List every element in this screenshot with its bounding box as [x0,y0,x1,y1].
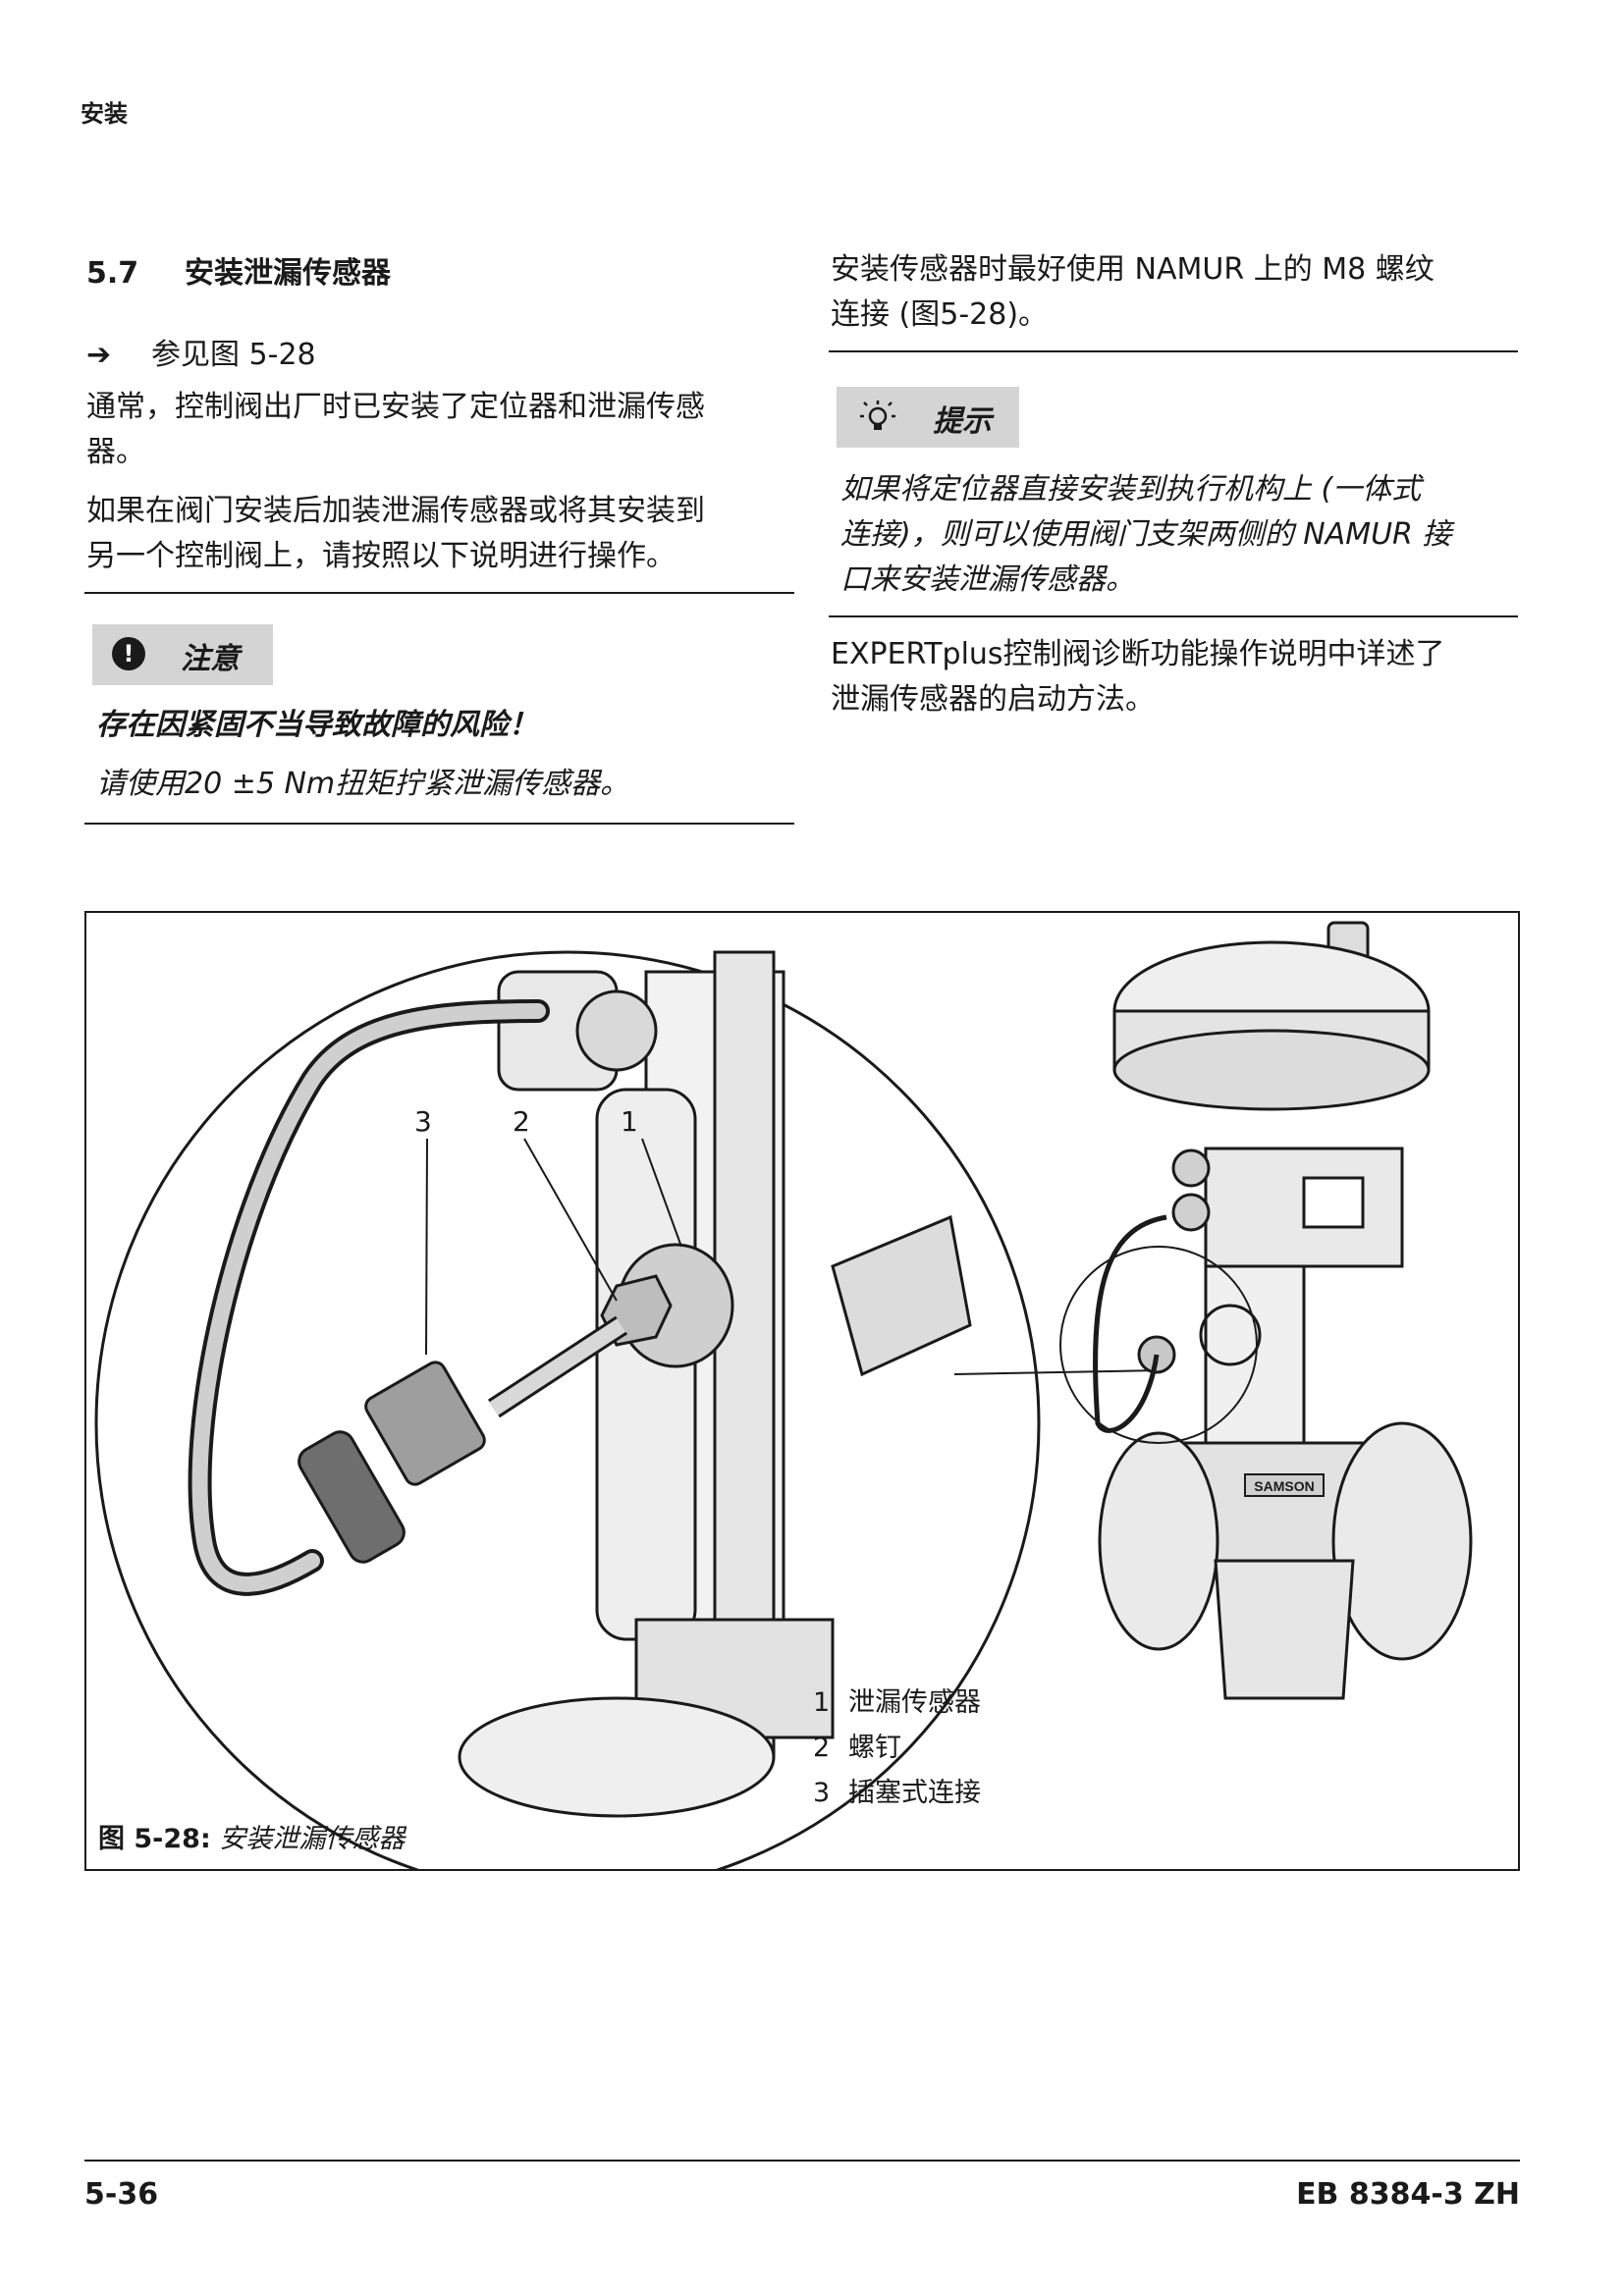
tip-paragraph: 如果将定位器直接安装到执行机构上 (一体式 连接)，则可以使用阀门支架两侧的 N… [840,467,1451,603]
legend-number: 3 [813,1778,831,1808]
tip-line-1: 如果将定位器直接安装到执行机构上 (一体式 [840,472,1422,507]
running-header: 安装 [81,100,128,128]
figure-caption: 图 5-28: 安装泄漏传感器 [98,1817,405,1855]
samson-logo: SAMSON [1254,1478,1314,1494]
retrofit-paragraph: 如果在阀门安装后加装泄漏传感器或将其安装到 另一个控制阀上，请按照以下说明进行操… [86,489,705,579]
divider [829,615,1518,617]
legend-number: 2 [813,1733,831,1763]
namur-line-2: 连接 (图5-28)。 [831,297,1049,332]
document-id: EB 8384-3 ZH [1296,2177,1520,2212]
intro-line-1: 通常，控制阀出厂时已安装了定位器和泄漏传感 [86,390,705,424]
legend-text: 螺钉 [848,1733,901,1763]
tip-line-2: 连接)，则可以使用阀门支架两侧的 NAMUR 接 [840,517,1452,552]
startup-line-1: EXPERTplus控制阀诊断功能操作说明中详述了 [831,637,1445,671]
intro-paragraph: 通常，控制阀出厂时已安装了定位器和泄漏传感 器。 [86,385,705,475]
namur-paragraph: 安装传感器时最好使用 NAMUR 上的 M8 螺纹 连接 (图5-28)。 [831,247,1435,338]
legend-text: 插塞式连接 [848,1778,981,1808]
legend-text: 泄漏传感器 [848,1687,981,1718]
notice-label: 注意 [181,642,240,676]
arrow-right-icon: ➔ [86,338,112,372]
namur-line-1: 安装传感器时最好使用 NAMUR 上的 M8 螺纹 [831,252,1435,287]
figure-5-28: SAMSON 3 2 1 1 泄漏传感器 2 螺钉 3 插塞式连接 图 5-28: 安… [84,911,1520,1871]
tip-label: 提示 [933,404,992,439]
divider [84,823,794,825]
section-heading: 5.7 安装泄漏传感器 [86,248,391,292]
callout-1: 1 [621,1105,638,1138]
legend-item: 3 插塞式连接 [813,1771,981,1809]
callout-3: 3 [414,1105,432,1138]
detail-magnifier [94,950,1162,1869]
callout-2: 2 [513,1105,530,1138]
notice-label-box: ! 注意 [92,624,273,685]
divider [84,592,794,594]
valve-overview: SAMSON [1059,921,1473,1700]
section-number: 5.7 [86,256,139,291]
footer-rule [84,2160,1520,2162]
notice-text: 请使用20 ±5 Nm扭矩拧紧泄漏传感器。 [96,767,630,801]
tip-line-3: 口来安装泄漏传感器。 [840,562,1135,597]
legend-number: 1 [813,1687,831,1718]
divider [829,350,1518,352]
startup-line-2: 泄漏传感器的启动方法。 [831,682,1155,717]
section-title: 安装泄漏传感器 [185,256,391,291]
notice-heading: 存在因紧固不当导致故障的风险！ [96,708,538,742]
reference-text: 参见图 5-28 [151,338,316,372]
page-number: 5-36 [84,2177,159,2212]
lightbulb-icon [860,400,895,430]
intro-line-2: 器。 [86,435,145,469]
startup-paragraph: EXPERTplus控制阀诊断功能操作说明中详述了 泄漏传感器的启动方法。 [831,632,1445,722]
retrofit-line-2: 另一个控制阀上，请按照以下说明进行操作。 [86,539,676,573]
tip-label-box: 提示 [837,387,1019,448]
figure-reference: ➔ 参见图 5-28 [86,330,316,373]
legend-item: 2 螺钉 [813,1726,901,1764]
caption-prefix: 图 5-28: [98,1824,211,1854]
valve-illustration: SAMSON [94,921,1473,1869]
retrofit-line-1: 如果在阀门安装后加装泄漏传感器或将其安装到 [86,494,705,528]
caption-text: 安装泄漏传感器 [219,1824,406,1854]
exclamation-icon: ! [112,637,145,670]
legend-item: 1 泄漏传感器 [813,1681,981,1719]
